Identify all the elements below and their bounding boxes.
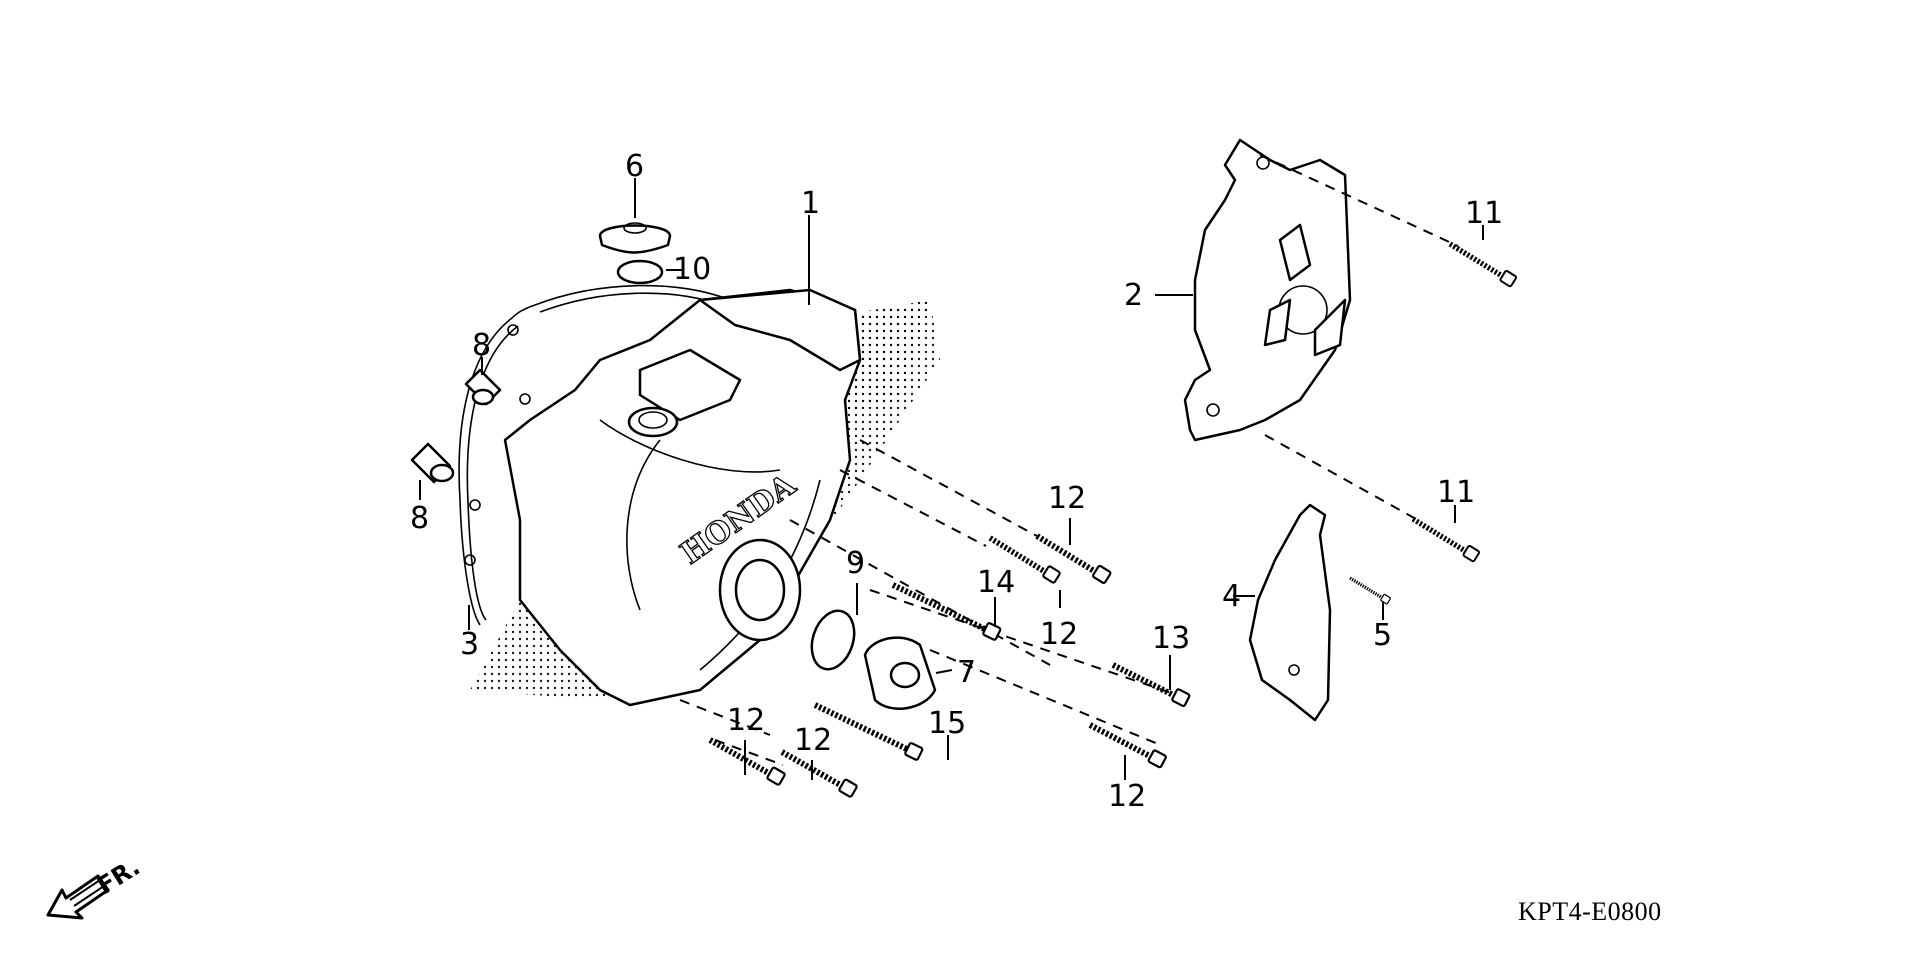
alignment-lines	[679, 154, 1459, 766]
bolt-11-upper	[1450, 244, 1517, 287]
callout-12-bottom-a: 12	[727, 703, 765, 738]
callout-12-bottom-b: 12	[794, 723, 832, 758]
callout-labels: 1 2 3 4 5 6 7 8 8 9 10 11 11 12 12 12 12…	[410, 149, 1503, 814]
dowel-pin	[410, 442, 455, 484]
figure-code: KPT4-E0800	[1518, 897, 1662, 926]
chain-guide-plate	[1248, 503, 1332, 722]
callout-12-right: 12	[1108, 779, 1146, 814]
callout-12-mid: 12	[1040, 617, 1078, 652]
callout-5: 5	[1373, 618, 1392, 653]
crankshaft-hole-cap	[863, 636, 937, 710]
cap-o-ring	[810, 609, 856, 671]
leader-lines	[419, 178, 1484, 780]
callout-10: 10	[673, 252, 711, 287]
bolt-5	[1348, 576, 1393, 606]
drive-sprocket-cover	[1183, 138, 1352, 442]
callout-1: 1	[801, 186, 820, 221]
callout-2: 2	[1124, 278, 1143, 313]
front-direction-arrow: FR.	[46, 853, 145, 920]
callout-8-lower: 8	[410, 501, 429, 536]
callout-12-top: 12	[1048, 481, 1086, 516]
callout-6: 6	[625, 149, 644, 184]
oil-filler-cap	[598, 222, 672, 254]
callout-9: 9	[846, 546, 865, 581]
callout-15: 15	[928, 706, 966, 741]
callout-11-upper: 11	[1465, 196, 1503, 231]
callout-4: 4	[1222, 579, 1241, 614]
callout-8-upper: 8	[472, 328, 491, 363]
left-crankcase-cover: HONDA	[503, 288, 862, 707]
callout-7: 7	[957, 655, 976, 690]
bolt-11-lower	[1413, 519, 1480, 562]
o-ring	[616, 259, 664, 285]
callout-14: 14	[977, 565, 1015, 600]
callout-3: 3	[460, 627, 479, 662]
callout-13: 13	[1152, 621, 1190, 656]
callout-11-lower: 11	[1437, 475, 1475, 510]
bolt-12-right	[1090, 720, 1167, 773]
dowel-pin	[464, 368, 502, 406]
